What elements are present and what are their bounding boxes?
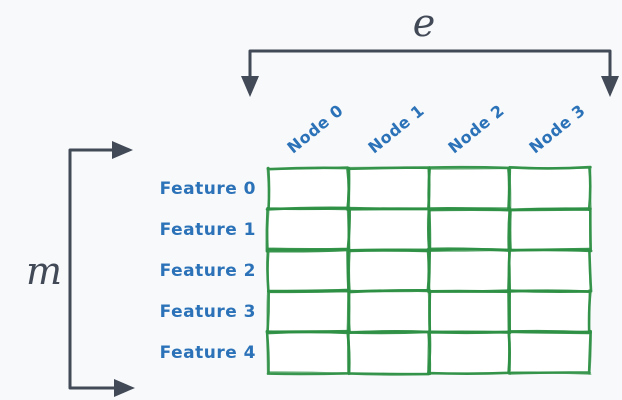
matrix-cell	[347, 330, 432, 375]
matrix-cell	[507, 207, 592, 252]
matrix-cell	[346, 206, 432, 253]
matrix-cell	[508, 289, 592, 334]
e-dimension-bracket	[241, 49, 619, 97]
row-label: Feature 2	[159, 260, 256, 281]
row-label: Feature 0	[159, 178, 256, 199]
matrix-cell	[507, 166, 592, 211]
m-arrowhead-top-icon	[112, 141, 133, 159]
e-arrowhead-left-icon	[241, 76, 259, 97]
m-dimension-label: m	[25, 249, 63, 293]
m-arrowhead-bottom-icon	[114, 379, 135, 397]
m-dimension-line	[68, 148, 116, 390]
row-label: Feature 4	[159, 342, 256, 363]
e-dimension-label: e	[412, 1, 436, 45]
row-label: Feature 1	[159, 219, 256, 240]
m-dimension-bracket	[68, 141, 135, 397]
matrix-grid	[265, 165, 593, 376]
matrix-cell	[507, 248, 592, 293]
row-label: Feature 3	[159, 301, 256, 322]
e-dimension-line	[248, 49, 612, 82]
e-arrowhead-right-icon	[601, 76, 619, 97]
matrix-cell	[507, 329, 592, 376]
